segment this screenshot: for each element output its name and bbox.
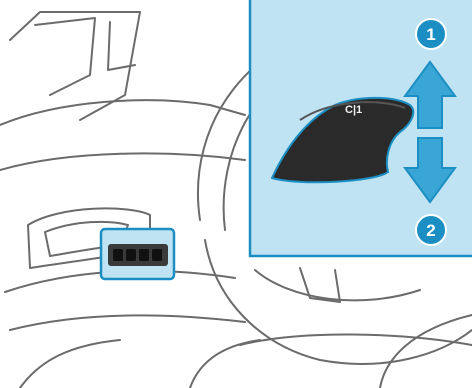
switch-key-1 <box>113 249 123 261</box>
switch-key-label: C|1 <box>345 104 362 116</box>
center-console-line <box>380 315 472 388</box>
callout-1-number: 1 <box>426 25 435 44</box>
switch-key-2 <box>126 249 136 261</box>
window-frame-line <box>35 18 95 95</box>
switch-key-3 <box>139 249 149 261</box>
dashboard-line <box>240 334 472 345</box>
callout-2-number: 2 <box>426 221 435 240</box>
footwell-line <box>190 340 260 388</box>
door-panel-mid-line <box>0 153 245 170</box>
callout-2: 2 <box>416 215 446 245</box>
door-pocket-line <box>10 315 245 330</box>
detail-inset: C|1 1 2 <box>250 0 472 256</box>
callout-1: 1 <box>416 19 446 49</box>
door-lower-line <box>20 340 120 388</box>
window-switch-closeup <box>101 229 174 279</box>
window-pillar-line <box>10 12 140 120</box>
door-panel-top-line <box>0 100 245 125</box>
switch-key-4 <box>152 249 162 261</box>
